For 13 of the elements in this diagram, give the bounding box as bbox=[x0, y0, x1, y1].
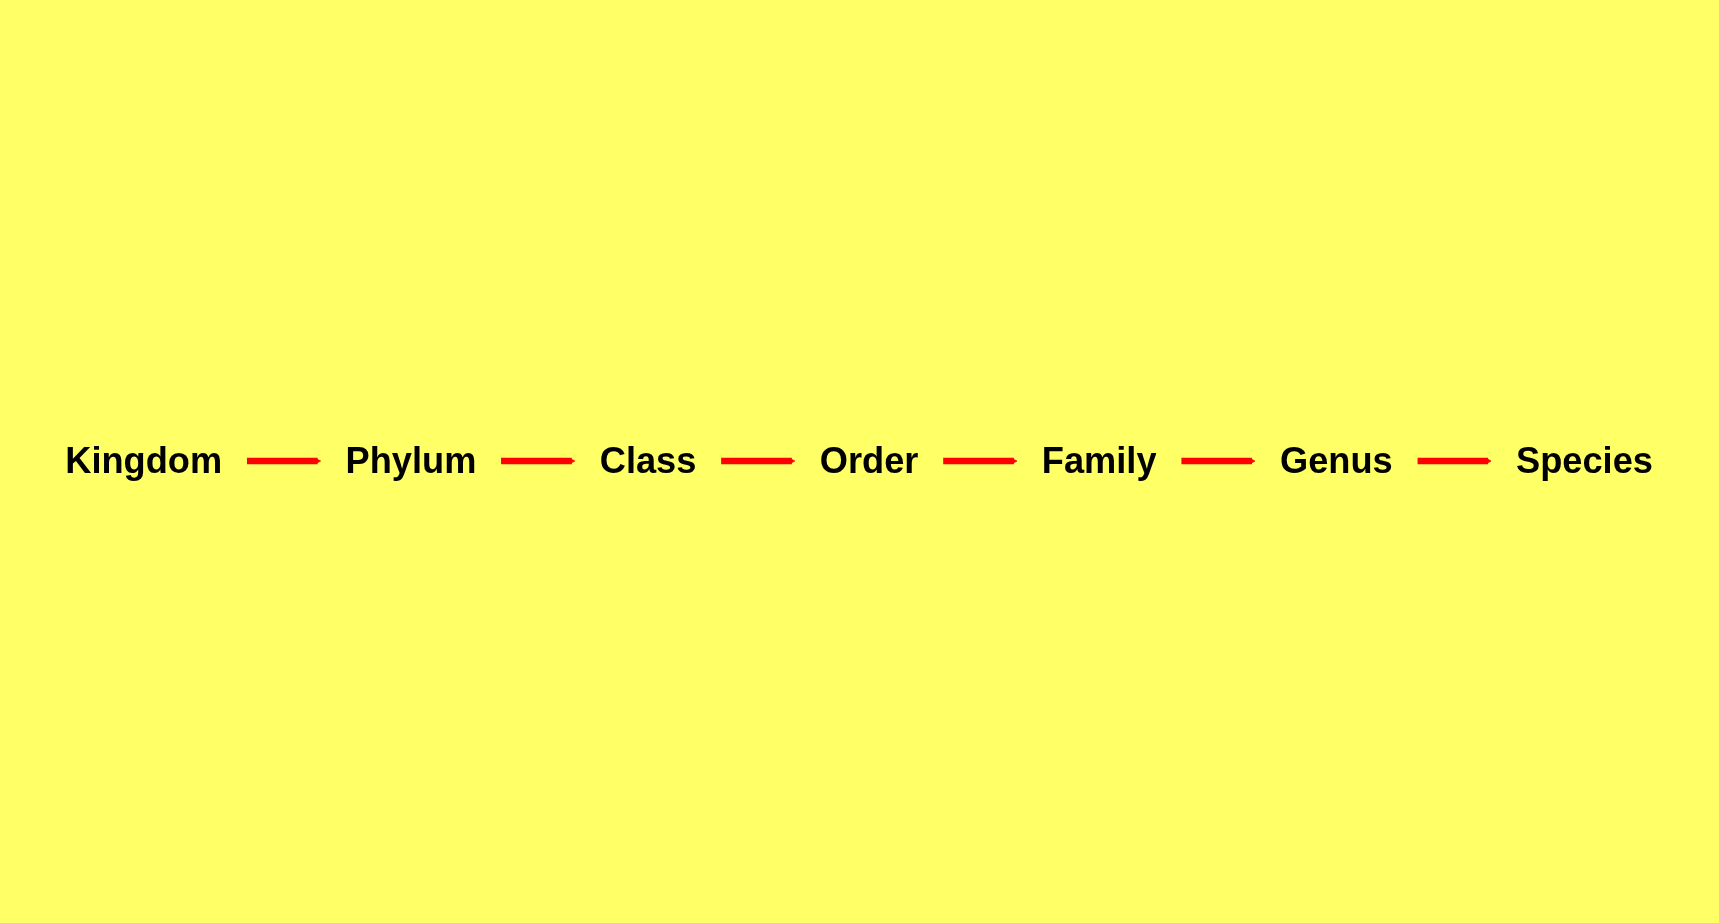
node-text: Class bbox=[600, 440, 697, 482]
node-text: Phylum bbox=[345, 440, 477, 482]
arrow bbox=[1417, 457, 1493, 466]
arrow bbox=[1181, 457, 1256, 466]
node-text: Family bbox=[1042, 440, 1157, 482]
arrow bbox=[721, 457, 796, 466]
arrow bbox=[943, 457, 1018, 466]
node-text: Order bbox=[820, 440, 919, 482]
node-text: Genus bbox=[1280, 440, 1394, 482]
arrow bbox=[501, 457, 576, 466]
node-text: Species bbox=[1516, 440, 1654, 482]
arrow bbox=[247, 457, 322, 466]
node-text: Kingdom bbox=[65, 440, 223, 482]
